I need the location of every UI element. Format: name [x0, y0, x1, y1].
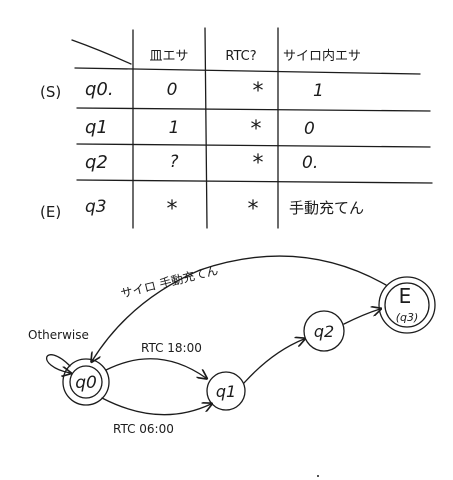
edge-label-otherwise: Otherwise — [28, 328, 89, 342]
cell-q2-rtc: * — [253, 151, 264, 176]
edge-label-rtc-0600: RTC 06:00 — [113, 422, 174, 436]
edge-q2-end — [343, 309, 380, 325]
cell-q3-silo: 手動充てん — [289, 199, 364, 217]
state-label-q2: q2 — [314, 322, 334, 341]
state-label-q1: q1 — [216, 382, 236, 401]
state-node-q1: q1 — [206, 371, 246, 411]
table-hline-2 — [76, 107, 431, 112]
cell-q1-silo: 0 — [304, 119, 315, 139]
stray-dot — [317, 475, 319, 477]
row-marker-start: (S) — [40, 83, 61, 101]
row-state-q1: q1 — [85, 117, 108, 138]
table-divider-2 — [204, 27, 208, 229]
header-rtc: RTC? — [225, 49, 256, 64]
cell-q2-silo: 0. — [302, 153, 318, 173]
edge-self-loop-otherwise — [45, 354, 70, 373]
state-label-q0: q0 — [75, 373, 97, 393]
row-state-q2: q2 — [85, 152, 108, 173]
edge-q0-q1-upper — [105, 358, 206, 378]
state-node-q0: q0 — [62, 358, 110, 406]
row-marker-end: (E) — [40, 203, 61, 221]
state-node-q2: q2 — [303, 310, 345, 352]
row-state-q3: q3 — [85, 197, 107, 217]
table-corner-diagonal — [71, 39, 132, 65]
edge-label-rtc-1800: RTC 18:00 — [141, 341, 202, 355]
state-table: 皿エサ RTC? サイロ内エサ (S) q0. 0 * 1 q1 1 * 0 q… — [40, 27, 433, 229]
state-label-end-sub: (q3) — [396, 311, 419, 324]
edge-end-q0-manual-refill — [92, 255, 387, 361]
table-hline-3 — [76, 143, 431, 148]
header-silo-food: サイロ内エサ — [283, 48, 361, 64]
cell-q2-plate: ? — [169, 152, 178, 172]
state-diagram: q0 q1 q2 E (q3) Otherwise RTC 18:00 RTC … — [28, 255, 436, 477]
cell-q1-rtc: * — [251, 117, 262, 142]
state-node-end: E (q3) — [378, 276, 436, 334]
table-hline-1 — [74, 67, 421, 75]
table-hline-4 — [76, 179, 433, 184]
header-plate-food: 皿エサ — [149, 49, 188, 64]
cell-q1-plate: 1 — [169, 118, 180, 138]
cell-q3-rtc: * — [248, 197, 259, 222]
cell-q0-plate: 0 — [167, 80, 178, 100]
row-state-q0: q0. — [85, 79, 114, 100]
edge-label-manual-refill: サイロ 手動充てん — [119, 262, 219, 301]
cell-q0-silo: 1 — [313, 81, 324, 101]
cell-q3-plate: * — [167, 197, 178, 222]
state-label-end-letter: E — [399, 284, 412, 308]
edge-q0-q1-lower — [101, 397, 211, 416]
cell-q0-rtc: * — [253, 79, 264, 104]
edge-q1-q2 — [243, 339, 304, 384]
